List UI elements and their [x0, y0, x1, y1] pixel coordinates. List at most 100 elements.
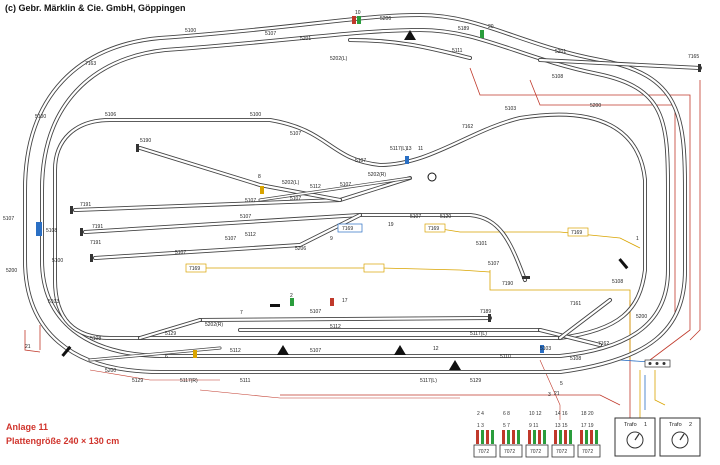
control-box-number: 14 16: [555, 411, 568, 417]
track-label: 5107: [240, 214, 251, 220]
control-box-key[interactable]: [512, 430, 515, 444]
signal-marker: [449, 360, 461, 370]
track-label: 5189: [458, 26, 469, 32]
track-label: 5110: [500, 354, 511, 360]
switch-number: 10: [355, 10, 361, 16]
control-box-body: [525, 444, 549, 458]
control-box-key[interactable]: [476, 430, 479, 444]
control-box-body: [577, 444, 601, 458]
track-label: 5201: [555, 49, 566, 55]
track-labels: 5100 5206 5107 5201 5189 5111 5202(L) 52…: [3, 16, 699, 384]
track-label: 5206: [380, 16, 391, 22]
control-box-key[interactable]: [543, 430, 546, 444]
control-box-label: 7072: [478, 449, 489, 455]
wire-bundle: [539, 359, 561, 420]
control-box-body: [499, 444, 523, 458]
buffer-stop: [70, 206, 73, 214]
transformers: Trafo 1 Trafo 2: [614, 417, 701, 457]
track-label: 5103: [48, 299, 59, 305]
switch-number: 5: [560, 381, 563, 387]
control-box-key[interactable]: [569, 430, 572, 444]
track-label: 5107: [290, 196, 301, 202]
track-label: 7191: [90, 240, 101, 246]
control-box-key[interactable]: [564, 430, 567, 444]
control-box-key[interactable]: [538, 430, 541, 444]
switch-number: 11: [418, 146, 423, 152]
track-label: 7165: [688, 54, 699, 60]
control-box-key[interactable]: [486, 430, 489, 444]
switch-number: 19: [388, 222, 394, 228]
control-box-label: 7072: [504, 449, 515, 455]
control-box-key[interactable]: [580, 430, 583, 444]
track-label: 5108: [570, 356, 581, 362]
switch-number: 21: [554, 391, 560, 397]
control-box-key[interactable]: [585, 430, 588, 444]
signals: [36, 16, 629, 370]
control-box-label: 7072: [556, 449, 567, 455]
uncoupler: [193, 350, 197, 358]
track-label: 5129: [470, 378, 481, 384]
track-label: 5100: [52, 258, 63, 264]
control-box-label: 7072: [582, 449, 593, 455]
control-box-key[interactable]: [502, 430, 505, 444]
control-box-key[interactable]: [528, 430, 531, 444]
control-box-key[interactable]: [481, 430, 484, 444]
control-box-key[interactable]: [559, 430, 562, 444]
control-box-key[interactable]: [533, 430, 536, 444]
signal-marker: [404, 30, 416, 40]
track-label: 5202(L): [330, 56, 348, 62]
track-label: 7189: [480, 309, 491, 315]
track-label: 5107: [310, 309, 321, 315]
signal-label: 7169: [428, 226, 439, 232]
uncoupler: [405, 156, 409, 164]
track-label: 5100: [35, 114, 46, 120]
control-box-label: 7072: [530, 449, 541, 455]
switch-number: 2: [290, 293, 293, 299]
signal-lamp: [427, 172, 437, 182]
track-label: 5100: [250, 112, 261, 118]
wire-red-9: [199, 389, 460, 399]
track-label: 5108: [46, 228, 57, 234]
switch-numbers: 10 20 13 8 9 19 2 17 7 6 5 1 12 11 21 3 …: [25, 10, 639, 398]
track-label: 5107: [355, 158, 366, 164]
buffer-stop: [136, 144, 139, 152]
control-box-key[interactable]: [507, 430, 510, 444]
control-box-number: 17 19: [581, 423, 594, 429]
uncoupler: [36, 222, 42, 236]
track-label: 5107: [488, 261, 499, 267]
signal-post: [618, 258, 629, 270]
wire-yellow-1: [434, 227, 641, 249]
control-box-key[interactable]: [554, 430, 557, 444]
track-label: 5108: [612, 279, 623, 285]
track-label: 5107: [175, 250, 186, 256]
control-box-key[interactable]: [595, 430, 598, 444]
track-label: 5112: [230, 348, 241, 354]
track-label: 7162: [598, 341, 609, 347]
wire-red-1: [469, 67, 691, 361]
track-label: 5112: [245, 232, 256, 238]
switch-number: 21: [25, 344, 31, 350]
track-label: 5190: [140, 138, 151, 144]
track-label: 5129: [165, 331, 176, 337]
control-box-key[interactable]: [517, 430, 520, 444]
track-label: 5206: [295, 246, 306, 252]
track-label: 5202(L): [282, 180, 300, 186]
uncoupler: [330, 298, 334, 306]
track-label: 5101: [476, 241, 487, 247]
control-box-key[interactable]: [491, 430, 494, 444]
signal-label-box: [424, 223, 446, 233]
signal-post: [270, 304, 280, 307]
track-label: 5202(R): [205, 322, 223, 328]
control-box-key[interactable]: [590, 430, 593, 444]
track-label: 5111: [240, 378, 251, 384]
switch-number: 17: [342, 298, 348, 304]
signal-label: 7169: [571, 230, 582, 236]
track-label: 5107: [410, 214, 421, 220]
copyright-text: (c) Gebr. Märklin & Cie. GmbH, Göppingen: [5, 3, 186, 13]
signal-label-box: [363, 263, 385, 273]
